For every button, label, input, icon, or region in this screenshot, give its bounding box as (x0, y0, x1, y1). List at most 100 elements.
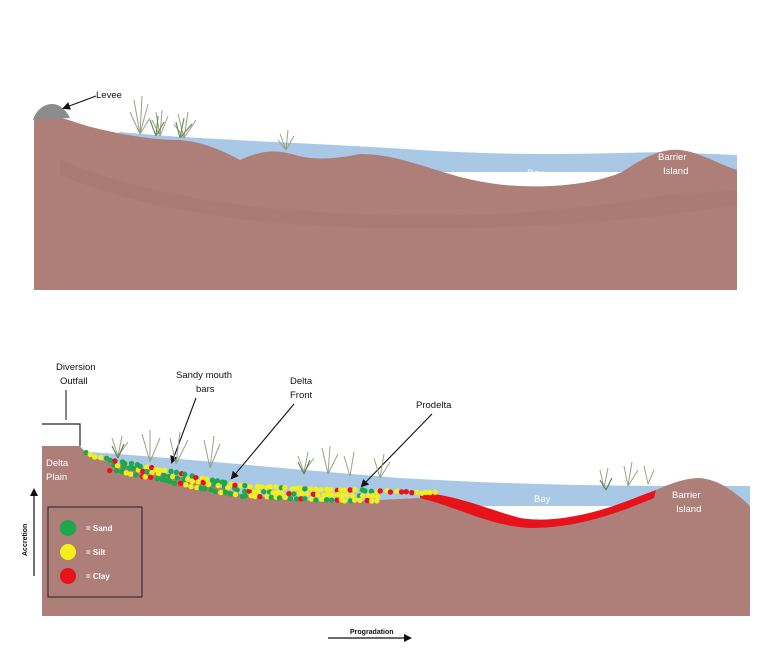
progradation-label: Progradation (350, 629, 394, 636)
sediment-dot (182, 472, 187, 477)
sediment-dot (329, 498, 334, 503)
sediment-dot (202, 486, 207, 491)
levee-mound (33, 104, 70, 120)
sediment-dot (399, 489, 404, 494)
prodelta-label: Prodelta (416, 400, 452, 411)
top-barrier-label-2: Island (663, 166, 688, 177)
sediment-dot (115, 463, 120, 468)
delta-plain-label-2: Plain (46, 472, 67, 483)
sediment-dot (155, 476, 160, 481)
delta-front-label-1: Delta (290, 376, 313, 387)
sediment-dot (345, 493, 350, 498)
sediment-dot (213, 489, 218, 494)
sediment-dot (196, 479, 201, 484)
sediment-dot (92, 454, 97, 459)
sediment-dot (335, 492, 340, 497)
mouth-bars-arrow (172, 398, 196, 462)
sediment-dot (319, 497, 324, 502)
sediment-dot (277, 495, 282, 500)
sediment-dot (328, 487, 333, 492)
bottom-barrier-label-1: Barrier (672, 490, 701, 501)
sediment-dot (294, 496, 299, 501)
sediment-dot (172, 481, 177, 486)
prodelta-arrow (362, 414, 432, 486)
clay-swatch (60, 568, 76, 584)
sediment-dot (128, 472, 133, 477)
sediment-dot (362, 488, 367, 493)
sediment-dot (467, 508, 472, 513)
sediment-dot (268, 484, 273, 489)
sediment-dot (305, 491, 310, 496)
sediment-dot (394, 489, 399, 494)
sediment-dot (188, 484, 193, 489)
sediment-dot (378, 488, 383, 493)
sediment-dot (218, 490, 223, 495)
sediment-dot (131, 466, 136, 471)
mouth-bars-label-2: bars (196, 384, 215, 395)
sediment-dot (318, 487, 323, 492)
sediment-dot (215, 478, 220, 483)
sediment-dot (427, 490, 432, 495)
diversion-label-1: Diversion (56, 362, 96, 373)
mouth-bars-label-1: Sandy mouth (176, 370, 232, 381)
bottom-barrier-label-2: Island (676, 504, 701, 515)
sediment-dot (352, 487, 357, 492)
sediment-dot (233, 492, 238, 497)
sediment-dot (257, 494, 262, 499)
sediment-dot (108, 458, 113, 463)
sediment-dot (168, 469, 173, 474)
sediment-dot (369, 498, 374, 503)
sediment-dot (291, 491, 296, 496)
sediment-dot (255, 489, 260, 494)
sediment-dot (142, 474, 147, 479)
sediment-dot (242, 483, 247, 488)
delta-front-label-2: Front (290, 390, 313, 401)
sediment-dot (286, 491, 291, 496)
sediment-dot (315, 492, 320, 497)
sediment-dot (223, 490, 228, 495)
sediment-dot (88, 452, 93, 457)
sediment-dot (206, 482, 211, 487)
sediment-dot (455, 504, 460, 509)
sediment-dot (374, 498, 379, 503)
sediment-dot (302, 486, 307, 491)
sediment-dot (461, 506, 466, 511)
sediment-dot (352, 497, 357, 502)
sediment-dot (443, 500, 448, 505)
sediment-dot (324, 497, 329, 502)
diversion-label-2: Outfall (60, 376, 87, 387)
delta-plain-label-1: Delta (46, 458, 69, 469)
sediment-dot (144, 469, 149, 474)
sediment-dot (288, 496, 293, 501)
sediment-dot (138, 464, 143, 469)
sediment-dot (370, 493, 375, 498)
sediment-dot (298, 486, 303, 491)
legend-clay-label: = Clay (86, 572, 110, 581)
sediment-dot (360, 493, 365, 498)
sediment-dot (167, 479, 172, 484)
bottom-panel: Diversion Outfall Sandy mouth bars Delta… (22, 362, 750, 638)
sediment-dot (119, 469, 124, 474)
sediment-dot (437, 497, 442, 502)
sediment-dot (204, 477, 209, 482)
sediment-dot (313, 497, 318, 502)
sediment-dot (409, 490, 414, 495)
silt-swatch (60, 544, 76, 560)
sediment-dot (348, 487, 353, 492)
levee-label: Levee (96, 90, 122, 101)
accretion-label: Accretion (22, 524, 29, 556)
sediment-dot (133, 472, 138, 477)
sediment-dot (98, 455, 103, 460)
sediment-dot (170, 474, 175, 479)
sediment-dot (174, 470, 179, 475)
sediment-dot (114, 468, 119, 473)
sediment-dot (228, 491, 233, 496)
sediment-dot (175, 475, 180, 480)
sediment-dot (308, 486, 313, 491)
sediment-dot (357, 498, 362, 503)
top-panel: Levee Bay Barrier Island (33, 90, 737, 290)
sediment-dot (433, 490, 438, 495)
sediment-dot (282, 485, 287, 490)
sediment-dot (313, 487, 318, 492)
sediment-dot (232, 483, 237, 488)
